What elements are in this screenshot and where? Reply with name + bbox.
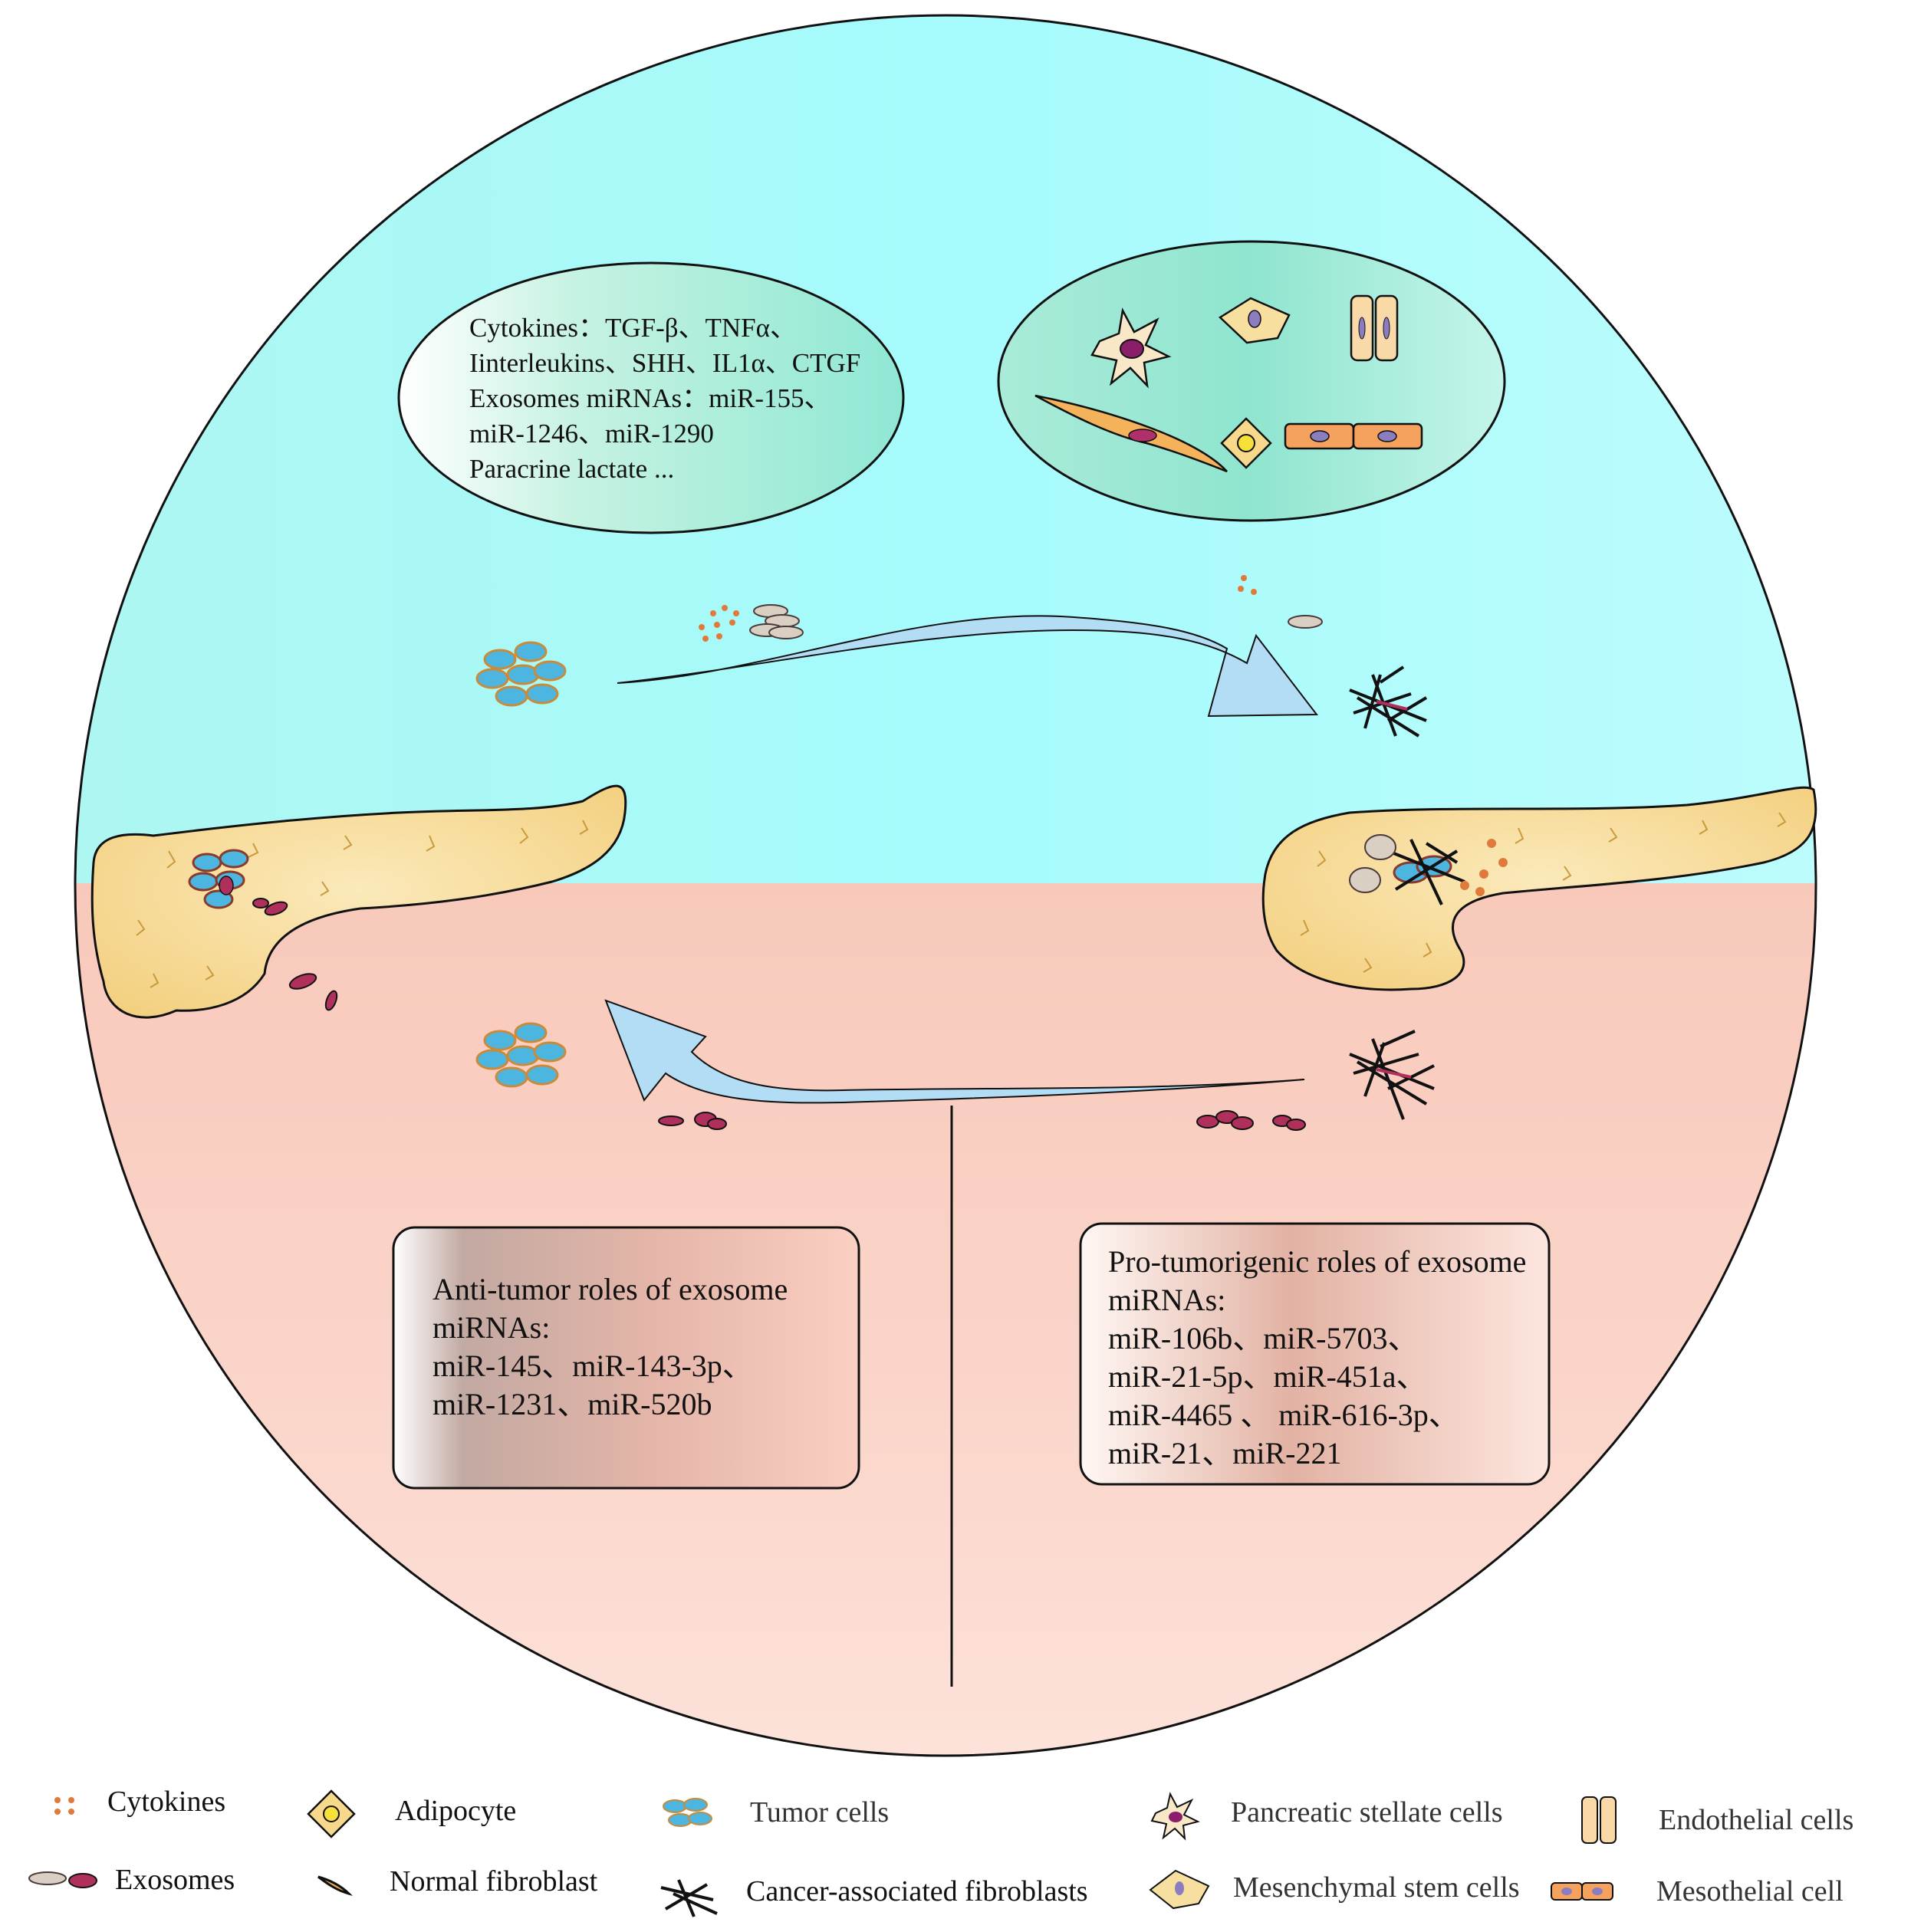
legend-mesothelial-label: Mesothelial cell — [1656, 1875, 1844, 1907]
exosomes-top-left — [749, 604, 804, 639]
right-pancreas — [1261, 786, 1817, 991]
cafs-top-right — [1349, 665, 1428, 738]
legend-cytokines-label: Cytokines — [107, 1786, 226, 1818]
signals-oval-line-4: miR-1246、miR-1290 — [469, 419, 714, 449]
bottom-half-background — [75, 883, 1816, 1756]
left-pancreas — [90, 784, 627, 1019]
legend-stellate-icon — [1150, 1792, 1200, 1841]
pro-tumor-line-6: miR-21、miR-221 — [1108, 1436, 1342, 1470]
signals-oval — [397, 261, 905, 534]
pro-tumor-line-2: miRNAs: — [1108, 1283, 1226, 1317]
legend-stellate-label: Pancreatic stellate cells — [1231, 1796, 1503, 1829]
cell-types-oval — [997, 240, 1506, 522]
anti-tumor-box — [392, 1226, 860, 1490]
anti-tumor-line-2: miRNAs: — [433, 1310, 551, 1345]
outer-circle — [74, 14, 1817, 1757]
anti-tumor-line-1: Anti-tumor roles of exosome — [433, 1272, 788, 1306]
signals-oval-line-3: Exosomes miRNAs：miR-155、 — [469, 383, 831, 413]
pro-tumor-line-3: miR-106b、miR-5703、 — [1108, 1321, 1419, 1355]
pro-tumor-line-5: miR-4465 、 miR-616-3p、 — [1108, 1398, 1459, 1432]
pancreatic-stellate-cell-icon — [1090, 307, 1172, 389]
legend-cafs-label: Cancer-associated fibroblasts — [746, 1875, 1088, 1907]
exosomes-bottom-right — [1196, 1110, 1306, 1131]
signals-oval-line-5: Paracrine lactate ... — [469, 454, 675, 484]
tumor-cells-in-pancreas — [188, 849, 249, 909]
exosomes-in-right-pancreas — [1349, 834, 1396, 893]
legend-cafs-icon — [660, 1879, 718, 1917]
legend-exosomes-label: Exosomes — [115, 1864, 235, 1896]
exosomes-bottom-left — [658, 1112, 727, 1130]
pro-tumor-box — [1079, 1222, 1551, 1486]
adipocyte-icon — [1220, 417, 1272, 469]
legend-normal-fibroblast-label: Normal fibroblast — [390, 1865, 598, 1898]
signals-oval-line-2: Iinterleukins、SHH、IL1α、CTGF — [469, 348, 861, 378]
legend-tumor-cells-label: Tumor cells — [750, 1796, 890, 1829]
endothelial-cells-icon — [1350, 294, 1399, 362]
exosomes-left-pancreas — [252, 898, 338, 1011]
anti-tumor-line-3: miR-145、miR-143-3p、 — [433, 1349, 753, 1383]
legend-msc-label: Mesenchymal stem cells — [1233, 1871, 1520, 1904]
tumor-cells-cluster-bottom — [475, 1022, 567, 1088]
bottom-arrow — [604, 999, 1305, 1104]
mesothelial-cell-icon — [1284, 422, 1423, 450]
cafs-bottom-right — [1349, 1030, 1435, 1120]
legend-adipocyte-label: Adipocyte — [395, 1795, 517, 1827]
legend-cytokines-icon — [54, 1797, 74, 1815]
cytokines-top-right — [1238, 575, 1257, 595]
pro-tumor-line-1: Pro-tumorigenic roles of exosome — [1108, 1244, 1527, 1279]
cafs-in-right-pancreas — [1387, 839, 1465, 905]
exosome-top-right — [1288, 615, 1323, 629]
legend-adipocyte-icon — [307, 1789, 356, 1838]
mesenchymal-stem-cell-icon — [1218, 297, 1291, 344]
cytokines-top-left — [699, 605, 739, 642]
anti-tumor-line-4: miR-1231、miR-520b — [433, 1387, 712, 1421]
tumor-cells-cluster-top — [475, 641, 567, 707]
legend-tumor-cells-icon — [663, 1798, 712, 1827]
normal-fibroblast-icon — [1034, 394, 1228, 473]
pro-tumor-line-4: miR-21-5p、miR-451a、 — [1108, 1359, 1427, 1394]
top-half-background — [75, 15, 1816, 883]
signals-oval-line-1: Cytokines：TGF-β、TNFα、 — [469, 313, 797, 343]
legend-endothelial-label: Endothelial cells — [1659, 1804, 1854, 1836]
cytokines-in-right-pancreas — [1460, 839, 1508, 896]
legend-mesothelial-icon — [1551, 1882, 1613, 1901]
legend-endothelial-icon — [1581, 1796, 1617, 1844]
top-arrow — [617, 615, 1319, 718]
legend-exosomes-icon — [28, 1871, 97, 1888]
legend-msc-icon — [1149, 1869, 1210, 1910]
legend-normal-fibroblast-icon — [317, 1875, 354, 1896]
